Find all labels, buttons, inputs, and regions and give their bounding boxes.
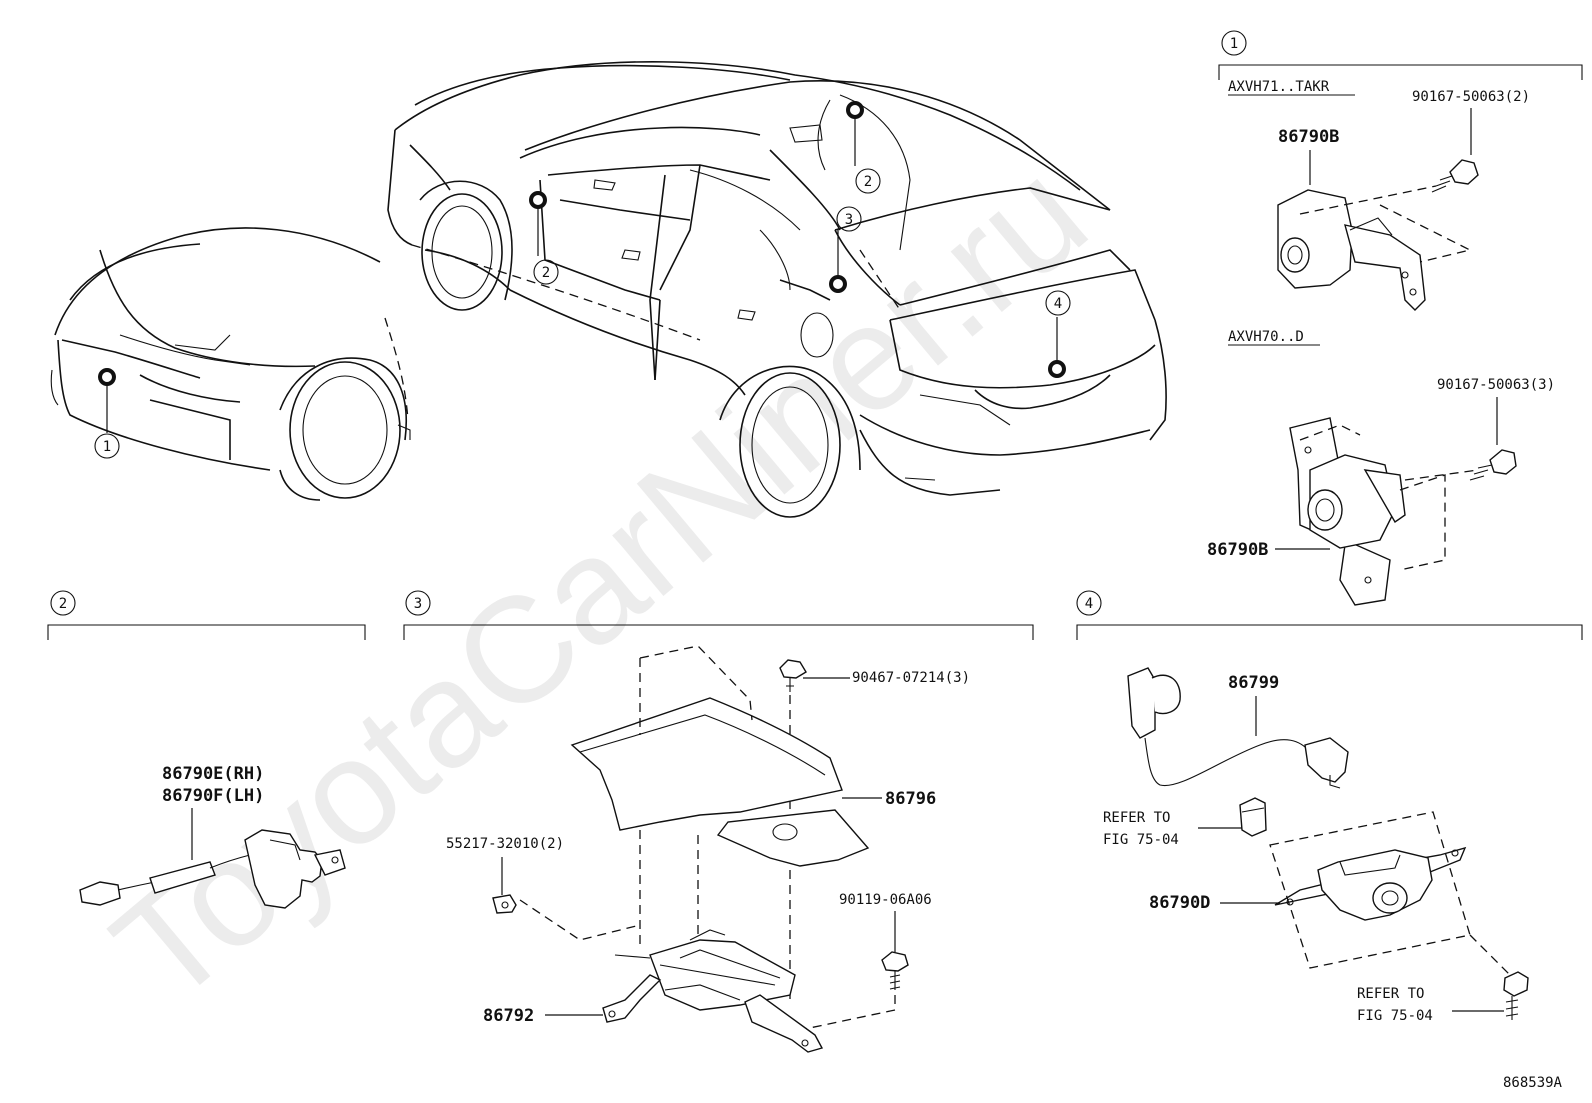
nut-part-number: 55217-32010(2) [446, 836, 564, 852]
svg-text:4: 4 [1085, 596, 1093, 612]
svg-text:2: 2 [864, 174, 872, 190]
nut-55217 [492, 894, 517, 914]
watermark: ToyotaCarNiner.ru [83, 129, 1117, 1035]
section-4-badge [1076, 590, 1102, 616]
side-camera-assembly [79, 829, 346, 909]
camera-86790B-a [1277, 189, 1426, 311]
screw-part-number-a: 90167-50063(2) [1412, 89, 1530, 105]
retainer-clip [1239, 797, 1267, 837]
camera-lh-part-number: 86790F(LH) [162, 786, 264, 806]
callout-4: 4 [1045, 290, 1071, 316]
svg-text:3: 3 [414, 596, 422, 612]
section-1-badge [1221, 30, 1247, 56]
ecu-86792 [602, 929, 824, 1053]
svg-text:2: 2 [59, 596, 67, 612]
bolt-90119 [881, 951, 909, 990]
svg-text:4: 4 [1054, 296, 1062, 312]
harness-86799 [1127, 667, 1349, 789]
section-1: 1 AXVH71..TAKR 90167-50063(2) 86790B AXV… [1207, 30, 1583, 606]
camera-rh-part-number: 86790E(RH) [162, 764, 264, 784]
cover-86796 [570, 697, 870, 867]
refer-b-line2: FIG 75-04 [1357, 1008, 1433, 1024]
svg-text:2: 2 [542, 265, 550, 281]
callout-2-right: 2 [855, 168, 881, 194]
refer-b-line1: REFER TO [1357, 986, 1424, 1002]
section-3: 3 90467-07214(3) 86796 55217-32010(2) [403, 590, 1034, 1053]
clip-90467 [779, 659, 807, 692]
figure-id: 868539A [1503, 1075, 1563, 1091]
section-2: 2 86790E(RH) 86790F(LH) [47, 590, 366, 909]
callout-2-left: 2 [533, 259, 559, 285]
rear-car-illustration [387, 61, 1167, 518]
variant-label-axvh71: AXVH71..TAKR [1228, 79, 1330, 95]
refer-a-line1: REFER TO [1103, 810, 1170, 826]
callout-1-front: 1 [94, 433, 120, 459]
screw-90167-b [1469, 449, 1517, 481]
camera-part-number-b: 86790B [1207, 540, 1268, 560]
harness-part-number: 86799 [1228, 673, 1279, 693]
bolt-part-number: 90119-06A06 [839, 892, 932, 908]
clip-part-number: 90467-07214(3) [852, 670, 970, 686]
variant-label-axvh70: AXVH70..D [1228, 329, 1304, 345]
section-4: 4 86799 REFER TO FIG 75-04 [1076, 590, 1583, 1024]
camera-part-number-d: 86790D [1149, 893, 1210, 913]
svg-text:1: 1 [1230, 36, 1238, 52]
callout-3: 3 [836, 206, 862, 232]
svg-text:1: 1 [103, 439, 111, 455]
screw-part-number-b: 90167-50063(3) [1437, 377, 1555, 393]
ecu-part-number: 86792 [483, 1006, 534, 1026]
cover-part-number: 86796 [885, 789, 936, 809]
camera-86790B-b [1289, 417, 1406, 606]
screw-rear-camera [1503, 971, 1529, 1020]
refer-a-line2: FIG 75-04 [1103, 832, 1179, 848]
section-2-badge [50, 590, 76, 616]
svg-text:3: 3 [845, 212, 853, 228]
section-3-badge [405, 590, 431, 616]
front-car-illustration [50, 227, 411, 501]
screw-90167-a [1431, 159, 1479, 193]
camera-86790D [1274, 846, 1467, 921]
camera-part-number-a: 86790B [1278, 127, 1339, 147]
